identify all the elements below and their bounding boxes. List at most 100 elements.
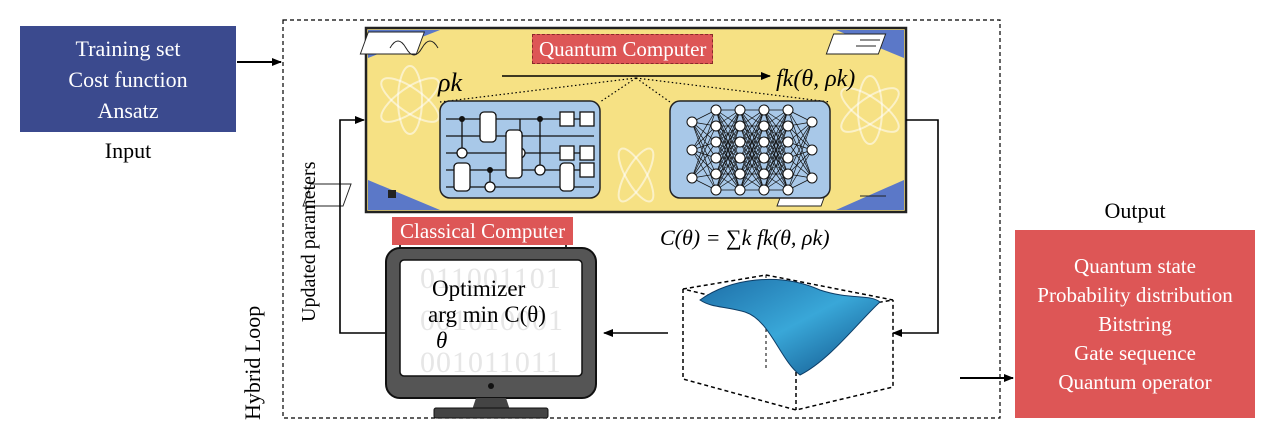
network-edge — [691, 149, 717, 191]
network-edge — [763, 125, 789, 191]
network-edge — [787, 121, 813, 191]
hybrid-loop-frame — [282, 19, 1001, 419]
output-line: Quantum state — [1074, 253, 1196, 278]
network-edge — [763, 157, 789, 191]
output-line: Gate sequence — [1074, 340, 1196, 365]
chip-icon — [302, 180, 440, 210]
network-node — [782, 104, 794, 116]
network-edge — [787, 141, 813, 179]
classical-computer-label: Classical Computer — [392, 217, 574, 245]
argmin-subscript: θ — [436, 328, 448, 353]
output-line: Quantum operator — [1058, 369, 1212, 394]
network-edge — [715, 125, 741, 191]
input-line: Cost function — [68, 66, 188, 92]
hybrid-loop-label: Hybrid Loop — [240, 305, 265, 420]
quantum-circuit — [439, 100, 601, 199]
network-node — [734, 136, 746, 148]
network-node — [758, 104, 770, 116]
network-edge — [739, 141, 765, 191]
network-node — [710, 184, 722, 196]
network-node — [686, 116, 698, 128]
chip-icon — [825, 30, 904, 58]
network-node — [710, 136, 722, 148]
network-node — [710, 104, 722, 116]
network-edge — [691, 125, 717, 151]
state-label: ρk — [438, 68, 463, 97]
output-label: Output — [1104, 198, 1166, 223]
network-edge — [715, 157, 741, 191]
network-node — [782, 184, 794, 196]
network-edge — [739, 109, 765, 175]
network-edge — [787, 125, 813, 179]
network-edge — [715, 109, 741, 143]
network-edge — [715, 141, 741, 191]
binary-line: 011001101 — [420, 262, 562, 295]
network-node — [686, 144, 698, 156]
cost-function-formula: C(θ) = ∑k fk(θ, ρk) — [660, 225, 830, 250]
output-box: Quantum state Probability distribution B… — [1015, 230, 1255, 418]
network-edge — [739, 125, 765, 191]
network-node — [782, 152, 794, 164]
network-node — [734, 104, 746, 116]
network-node — [758, 120, 770, 132]
network-edge — [691, 141, 717, 179]
measurement-function-label: fk(θ, ρk) — [776, 66, 856, 92]
network-edge — [763, 141, 789, 191]
network-edge — [691, 149, 717, 175]
network-node — [758, 168, 770, 180]
network-edge — [787, 149, 813, 175]
network-edge — [715, 109, 741, 175]
network-edge — [787, 121, 813, 159]
network-edge — [763, 109, 789, 175]
network-node — [782, 120, 794, 132]
optimizer-text: Optimizer arg min C(θ) θ — [408, 276, 558, 354]
network-node — [758, 152, 770, 164]
network-edge — [763, 109, 789, 159]
network-node — [782, 136, 794, 148]
updated-parameters-arrow — [339, 116, 386, 334]
network-edge — [691, 121, 717, 175]
network-node — [734, 184, 746, 196]
network-node — [806, 144, 818, 156]
network-edge — [691, 121, 717, 191]
network-edge — [787, 149, 813, 191]
network-node — [734, 120, 746, 132]
output-line: Bitstring — [1098, 311, 1172, 336]
network-edge — [691, 109, 717, 179]
network-node — [710, 168, 722, 180]
network-node — [734, 152, 746, 164]
network-edge — [787, 109, 813, 151]
input-label: Input — [104, 138, 152, 163]
network-node — [758, 184, 770, 196]
network-edge — [787, 125, 813, 151]
input-line: Training set — [75, 35, 181, 61]
network-edge — [739, 109, 765, 159]
network-node — [710, 152, 722, 164]
quantum-computer-label: Quantum Computer — [532, 34, 714, 64]
network-node — [734, 168, 746, 180]
binary-line: 001011011 — [420, 346, 562, 379]
monitor-icon — [385, 243, 597, 419]
network-node — [686, 172, 698, 184]
input-line: Ansatz — [97, 97, 159, 123]
argmin-expression: arg min C(θ) — [428, 302, 546, 327]
network-edge — [715, 109, 741, 159]
updated-parameters-label: Updated parameters — [298, 161, 320, 322]
network-edge — [787, 121, 813, 175]
input-box: Training set Cost function Ansatz — [20, 26, 236, 132]
network-node — [806, 116, 818, 128]
chip-icon — [359, 30, 440, 58]
network-edge — [739, 157, 765, 191]
network-edge — [691, 125, 717, 179]
neural-network — [669, 100, 831, 199]
network-edge — [739, 109, 765, 143]
network-edge — [787, 109, 813, 179]
binary-line: 001010001 — [420, 304, 564, 337]
network-node — [782, 168, 794, 180]
network-node — [806, 172, 818, 184]
network-edge — [691, 109, 717, 151]
network-edge — [691, 121, 717, 159]
qc-to-cost-arrow — [892, 119, 939, 337]
network-node — [710, 120, 722, 132]
